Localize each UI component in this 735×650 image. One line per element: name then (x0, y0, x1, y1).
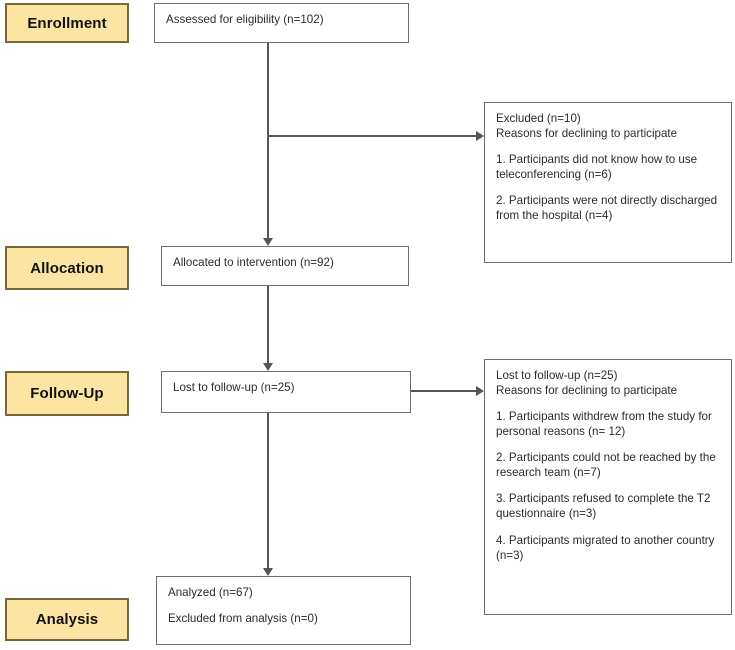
arrowhead-allocated (263, 238, 273, 246)
lost-reason-2: 2. Participants could not be reached by … (496, 451, 716, 480)
arrowhead-lost (263, 363, 273, 371)
lost-reason-4: 4. Participants migrated to another coun… (496, 533, 715, 562)
stage-label-text: Allocation (30, 259, 104, 277)
stage-label-text: Follow-Up (30, 385, 104, 402)
lost-reason-1: 1. Participants withdrew from the study … (496, 410, 712, 439)
connector-allocated-to-lost (267, 286, 269, 363)
stage-label-analysis: Analysis (5, 598, 129, 641)
excluded-reason-2: 2. Participants were not directly discha… (496, 194, 718, 223)
stage-label-followup: Follow-Up (5, 371, 129, 416)
stage-label-text: Analysis (35, 611, 99, 628)
box-assessed-for-eligibility: Assessed for eligibility (n=102) (154, 3, 409, 43)
analyzed-line-2: Excluded from analysis (n=0) (168, 612, 318, 626)
box-lost-to-followup-reasons: Lost to follow-up (n=25) Reasons for dec… (484, 359, 732, 615)
arrowhead-lost-reasons (476, 386, 484, 396)
box-lost-to-followup: Lost to follow-up (n=25) (161, 371, 411, 413)
lost-line-1: Lost to follow-up (n=25) (173, 381, 295, 394)
arrowhead-analyzed (263, 568, 273, 576)
analyzed-line-1: Analyzed (n=67) (168, 586, 253, 599)
connector-assessed-to-allocated (267, 43, 269, 238)
connector-to-excluded (267, 135, 476, 137)
lost-reason-3: 3. Participants refused to complete the … (496, 492, 711, 521)
excluded-reason-1: 1. Participants did not know how to use … (496, 153, 698, 182)
stage-label-text: Enrollment (27, 14, 107, 32)
connector-lost-to-analyzed (267, 413, 269, 568)
excluded-heading: Excluded (n=10) Reasons for declining to… (496, 112, 678, 141)
allocated-line-1: Allocated to intervention (n=92) (173, 256, 334, 269)
stage-label-enrollment: Enrollment (5, 3, 129, 43)
arrowhead-excluded (476, 131, 484, 141)
stage-label-allocation: Allocation (5, 246, 129, 290)
connector-to-lost-reasons (411, 390, 476, 392)
assessed-line-1: Assessed for eligibility (n=102) (166, 13, 324, 26)
box-allocated-to-intervention: Allocated to intervention (n=92) (161, 246, 409, 286)
lost-reasons-heading: Lost to follow-up (n=25) Reasons for dec… (496, 369, 678, 398)
box-excluded: Excluded (n=10) Reasons for declining to… (484, 102, 732, 263)
box-analyzed: Analyzed (n=67) Excluded from analysis (… (156, 576, 411, 645)
